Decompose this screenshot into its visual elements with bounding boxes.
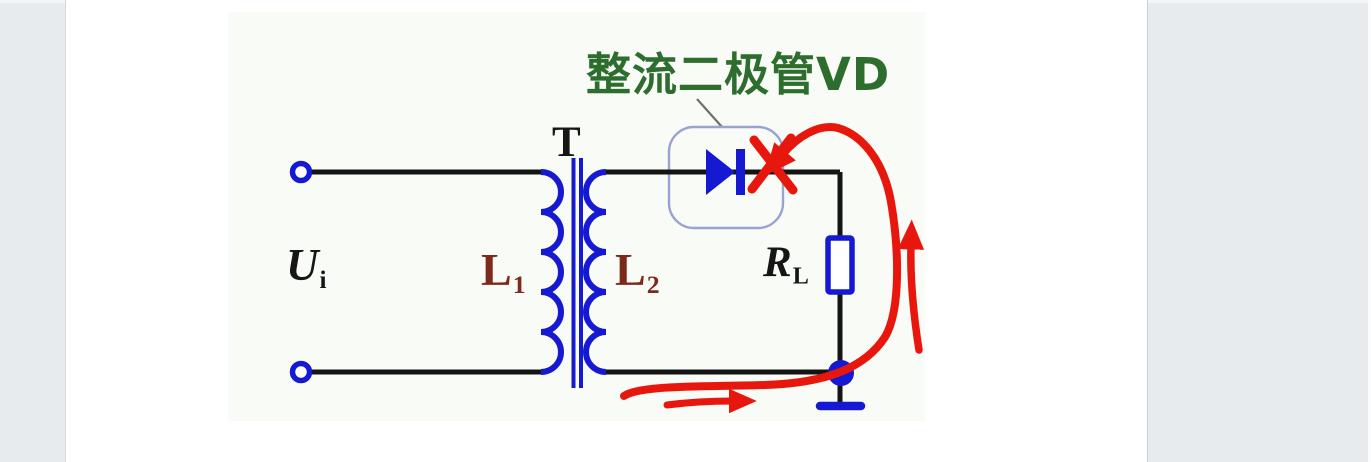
diode-symbol	[706, 149, 745, 195]
right-arrow	[663, 388, 757, 414]
input-terminals	[289, 160, 313, 384]
right-edge-sliver	[1368, 0, 1371, 462]
circuit-illustration	[228, 12, 925, 421]
terminal-bottom-icon	[289, 360, 313, 384]
primary-winding-label: L1	[481, 244, 526, 300]
resistor-symbol	[825, 235, 855, 295]
secondary-winding-label: L2	[615, 244, 660, 300]
terminal-top-icon	[289, 160, 313, 184]
diagram-title: 整流二极管VD	[586, 48, 891, 101]
secondary-winding	[583, 169, 607, 375]
transformer-symbol	[540, 158, 607, 388]
load-resistor-label: RL	[763, 239, 809, 290]
input-voltage-label: Ui	[286, 240, 327, 295]
transformer-label: T	[552, 119, 581, 166]
red-annotations	[620, 123, 925, 414]
current-loop-arrow	[620, 123, 902, 400]
up-arrow	[897, 219, 925, 354]
primary-winding	[540, 169, 564, 375]
